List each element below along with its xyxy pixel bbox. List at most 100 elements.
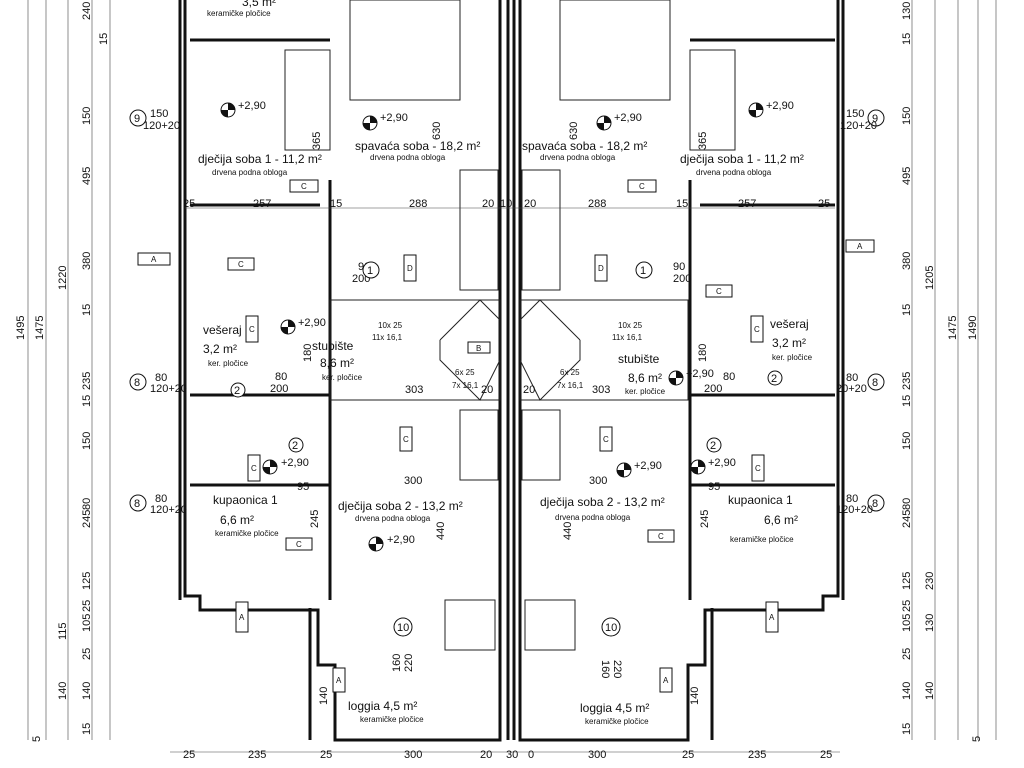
kids2-right-floor: drvena podna obloga [555, 513, 631, 522]
svg-text:1: 1 [640, 265, 646, 277]
svg-text:2: 2 [234, 385, 240, 397]
dim-bottom-300: 300 [404, 749, 422, 761]
dim-int: 288 [409, 198, 427, 210]
dim-245: 245 [81, 510, 93, 528]
stair-left-label: stubište [312, 339, 354, 353]
dim-bottom-25b: 25 [320, 749, 332, 761]
dim-int: 160 [599, 660, 611, 678]
dim-int: 630 [568, 122, 580, 140]
dim-right-1205: 1205 [924, 266, 936, 290]
dim-bottom-25d: 25 [820, 749, 832, 761]
window-dim: 80 [846, 493, 858, 505]
kids1-right-floor: drvena podna obloga [696, 168, 772, 177]
dim-bottom-0: 0 [528, 749, 534, 761]
dim-bottom-25: 25 [183, 749, 195, 761]
dim-int: 220 [403, 654, 415, 672]
dim-right-130: 130 [901, 2, 913, 20]
svg-text:9: 9 [872, 113, 878, 125]
tag-D: D [594, 254, 608, 282]
door-tag: 2 [288, 437, 304, 453]
dim-int: 440 [562, 522, 574, 540]
svg-text:B: B [476, 344, 481, 353]
window-dim: 120+20 [836, 504, 873, 516]
tag-C: C [599, 426, 613, 452]
level-text: +2,90 [298, 317, 326, 329]
tag-A: A [659, 667, 673, 693]
level-text: +2,90 [380, 112, 408, 124]
svg-text:C: C [403, 435, 409, 444]
kids2-left-label: dječija soba 2 - 13,2 m² [338, 499, 463, 513]
dim-right-140: 140 [901, 682, 913, 700]
tag-C: C [751, 454, 765, 482]
laundry-left-floor: ker. pločice [208, 359, 249, 368]
dim-int: 200 [704, 383, 722, 395]
walls [178, 0, 845, 742]
bedroom-left-floor: drvena podna obloga [370, 153, 446, 162]
tag-A: A [845, 239, 875, 253]
dim-380: 380 [81, 252, 93, 270]
right-dimension-chains: 1475 1490 1205 130 15 150 495 380 15 235… [901, 0, 997, 742]
dim-int: 160 [391, 654, 403, 672]
svg-text:A: A [769, 613, 775, 622]
dim-150b: 150 [81, 432, 93, 450]
stair-right-steps-a: 10x 25 [618, 321, 643, 330]
loggia-right-label: loggia 4,5 m² [580, 701, 649, 715]
svg-text:2: 2 [292, 440, 298, 452]
stair-left-steps-b: 11x 16,1 [372, 333, 403, 342]
laundry-left-area: 3,2 m² [203, 342, 237, 356]
bedroom-left-label: spavaća soba - 18,2 m² [355, 139, 480, 153]
dim-int: 80 [723, 371, 735, 383]
tag-A: A [235, 601, 249, 633]
window-dim: 120+20 [150, 383, 187, 395]
level-text: +2,90 [686, 368, 714, 380]
dim-bottom-20: 20 [480, 749, 492, 761]
dim-15c: 15 [81, 395, 93, 407]
tag-C: C [285, 537, 313, 551]
dim-int: 303 [405, 384, 423, 396]
dim-15b: 15 [81, 304, 93, 316]
stair-right-floor: ker. pločice [625, 387, 666, 396]
door-tag: 2 [230, 382, 246, 398]
dim-right-380: 380 [901, 252, 913, 270]
laundry-right-area: 3,2 m² [772, 336, 806, 350]
dim-right-140b: 140 [924, 682, 936, 700]
dim-235: 235 [81, 372, 93, 390]
level-marker-icon [748, 102, 764, 118]
kids1-left-label: dječija soba 1 - 11,2 m² [198, 152, 322, 166]
svg-text:A: A [239, 613, 245, 622]
dim-int: 15 [330, 198, 342, 210]
bedroom-right-floor: drvena podna obloga [540, 153, 616, 162]
stair-right-area: 8,6 m² [628, 371, 662, 385]
dim-15d: 15 [81, 723, 93, 735]
level-marker-icon [668, 370, 684, 386]
dim-495: 495 [81, 167, 93, 185]
window-dim: 150 [846, 108, 864, 120]
window-dim: 80 [846, 372, 858, 384]
svg-text:C: C [716, 287, 722, 296]
bath-left-label: kupaonica 1 [213, 493, 278, 507]
level-marker-icon [596, 115, 612, 131]
dim-int: 630 [431, 122, 443, 140]
dim-int: 20 [524, 198, 536, 210]
window-dim: 20+20 [836, 383, 867, 395]
stair-left-area: 8,6 m² [320, 356, 354, 370]
dim-right-235: 235 [901, 372, 913, 390]
svg-text:D: D [407, 264, 413, 273]
dim-right-130b: 130 [924, 614, 936, 632]
level-text: +2,90 [281, 457, 309, 469]
svg-text:D: D [598, 264, 604, 273]
svg-text:1: 1 [367, 265, 373, 277]
tag-C: C [289, 179, 319, 193]
dim-right-15d: 15 [901, 723, 913, 735]
tag-C: C [245, 315, 259, 343]
dim-int: 440 [435, 522, 447, 540]
dim-int: 257 [253, 198, 271, 210]
dim-right-105: 105 [901, 614, 913, 632]
svg-text:A: A [151, 255, 157, 264]
tag-C: C [705, 284, 733, 298]
bottom-dimension-chain: 25 235 25 300 20 30 0 300 25 235 25 [170, 749, 840, 761]
svg-text:2: 2 [771, 373, 777, 385]
kids2-left-floor: drvena podna obloga [355, 514, 431, 523]
right-unit-room-labels: spavaća soba - 18,2 m² drvena podna oblo… [522, 139, 813, 726]
